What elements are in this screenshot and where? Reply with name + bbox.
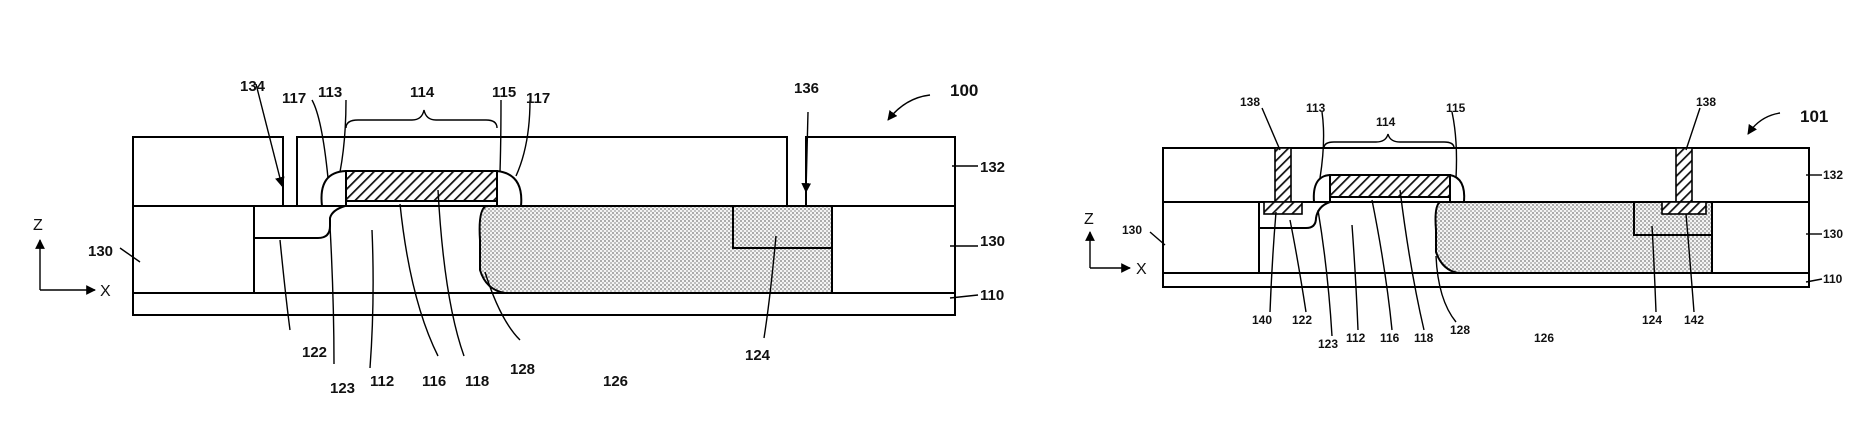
label-118-b: 118 — [1414, 331, 1434, 345]
label-142: 142 — [1684, 313, 1704, 327]
label-110: 110 — [980, 287, 1004, 304]
label-115-b: 115 — [1446, 101, 1466, 115]
label-114: 114 — [410, 84, 435, 101]
pad-140 — [1264, 202, 1302, 214]
figure-100: Z X 100 134 117 113 114 115 117 136 132 … — [33, 78, 1005, 397]
axis-x-label-b: X — [1136, 261, 1147, 278]
label-113: 113 — [318, 84, 342, 101]
layer-132-right — [806, 137, 955, 206]
label-123: 123 — [330, 380, 355, 397]
spacer-right-b — [1450, 175, 1464, 202]
spacer-117-left — [322, 171, 347, 206]
label-138-right: 138 — [1696, 95, 1716, 109]
label-132: 132 — [980, 159, 1005, 176]
brace-114 — [346, 110, 497, 128]
left-isolation-b — [1163, 202, 1259, 273]
label-116-b: 116 — [1380, 331, 1400, 345]
layer-132-b — [1163, 148, 1809, 202]
axis-z-label: Z — [33, 217, 43, 234]
label-132-b: 132 — [1823, 168, 1843, 182]
label-117-left: 117 — [282, 90, 306, 107]
figure-ref-100: 100 — [950, 81, 978, 100]
gate-118-b — [1330, 175, 1450, 197]
label-114-b: 114 — [1376, 115, 1396, 129]
right-isolation-b — [1712, 202, 1809, 273]
label-134: 134 — [240, 78, 266, 95]
label-126-b: 126 — [1534, 331, 1554, 345]
region-122 — [254, 206, 345, 238]
label-128-b: 128 — [1450, 323, 1470, 337]
contact-138-right — [1676, 148, 1692, 202]
label-126: 126 — [603, 373, 628, 390]
label-112-b: 112 — [1346, 331, 1366, 345]
label-117-right: 117 — [526, 90, 550, 107]
layer-132-left — [133, 137, 283, 206]
figure-ref-101: 101 — [1800, 107, 1828, 126]
label-124: 124 — [745, 347, 771, 364]
label-140: 140 — [1252, 313, 1272, 327]
spacer-117-right — [497, 171, 521, 206]
label-112: 112 — [370, 373, 394, 390]
label-138-left: 138 — [1240, 95, 1260, 109]
label-113-b: 113 — [1306, 101, 1326, 115]
figure-101: Z X 101 138 113 114 115 138 132 130 130 … — [1084, 95, 1843, 351]
label-122: 122 — [302, 344, 327, 361]
spacer-left-b — [1314, 175, 1330, 202]
label-122-b: 122 — [1292, 313, 1312, 327]
label-128: 128 — [510, 361, 535, 378]
label-118: 118 — [465, 373, 489, 390]
label-124-b: 124 — [1642, 313, 1662, 327]
label-136: 136 — [794, 80, 819, 97]
label-130-right: 130 — [980, 233, 1005, 250]
pad-142 — [1662, 202, 1706, 214]
right-isolation — [832, 206, 955, 293]
label-110-b: 110 — [1823, 272, 1843, 286]
gate-118 — [346, 171, 497, 201]
label-116: 116 — [422, 373, 446, 390]
label-115: 115 — [492, 84, 516, 101]
doped-region-126 — [480, 206, 832, 293]
axis-z-label-b: Z — [1084, 211, 1094, 228]
axis-x-label: X — [100, 283, 111, 300]
label-130-left: 130 — [88, 243, 113, 260]
label-130-left-b: 130 — [1122, 223, 1142, 237]
label-130-right-b: 130 — [1823, 227, 1843, 241]
label-123-b: 123 — [1318, 337, 1338, 351]
substrate-110-b — [1163, 273, 1809, 287]
substrate-110 — [133, 293, 955, 315]
left-isolation — [133, 206, 254, 293]
contact-138-left — [1275, 148, 1291, 202]
